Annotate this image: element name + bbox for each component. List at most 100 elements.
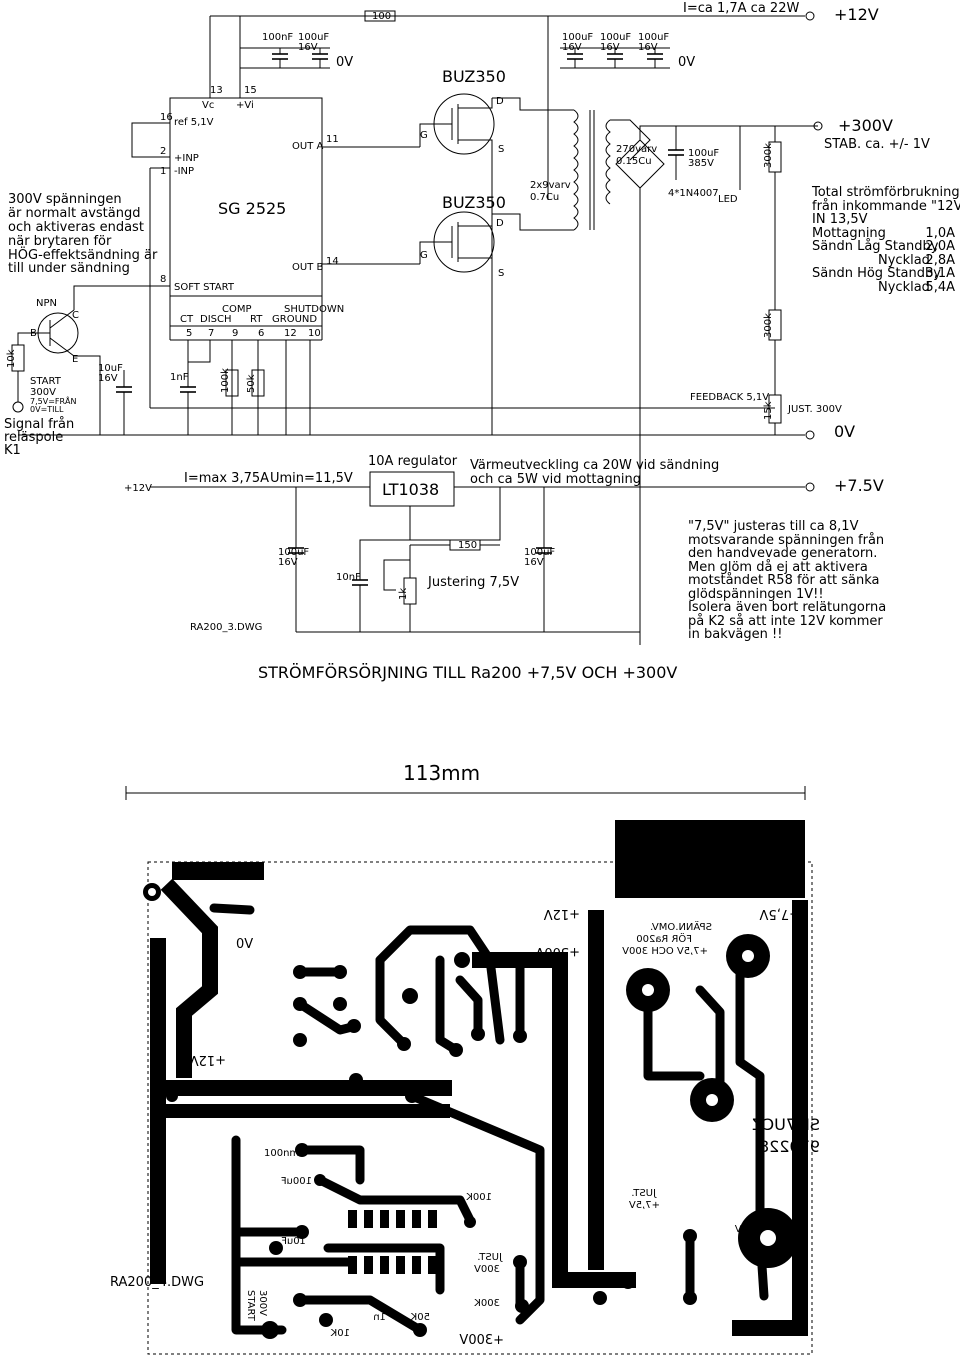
stab-note: STAB. ca. +/- 1V [824,137,930,152]
consumption-row-value: 2,0A [925,239,955,254]
trace [643,987,705,1081]
terminal-300v [813,121,823,131]
copper-strip-mid [160,1080,452,1096]
just-300v-label: JUST. 300V [787,404,842,415]
consumption-line: IN 13,5V [812,212,868,227]
label-7v5: +7.5V [834,476,884,495]
npn-label: NPN [36,298,57,309]
cap-a1-label: 100nF [262,32,293,43]
copper-block-top-left [172,862,264,880]
ic-outb: OUT B [292,262,323,273]
ic-comp: COMP [222,304,252,315]
left-note-line: är normalt avstängd [8,206,140,221]
pad [333,965,347,979]
pin7: 7 [208,328,214,339]
pad [261,1321,279,1339]
regulator-title: 10A regulator [368,454,458,469]
trace [375,955,409,1049]
mosfet-bottom-d: D [496,218,504,229]
pad [413,1323,427,1337]
consumption-line: från inkommande "12V" [812,199,960,214]
consumption-row-label: Sändn Hög Standby [812,266,941,281]
mosfet-top-s: S [498,144,504,155]
pad [683,1291,697,1305]
pad [513,1029,527,1043]
trace [323,1243,445,1295]
feedback-label: FEEDBACK 5,1V [690,392,769,403]
mosfet-bottom-s: S [498,268,504,279]
pad [295,1143,309,1157]
ic-ref: ref 5,1V [174,117,214,128]
tr-led: LED [718,194,738,205]
ic-softstart: SOFT START [174,282,235,293]
pcb-0v-right: 0V [735,1224,748,1235]
pin10: 10 [308,328,321,339]
pin2: 2 [160,146,166,157]
pcb-start-1: START [245,1290,256,1322]
cap-b2b-label: 16V [600,42,620,53]
signal-label-3: K1 [4,443,21,458]
label-12v-in: +12V [124,483,152,494]
mosfet-bottom-name: BUZ350 [442,193,506,212]
pin11: 11 [326,134,339,145]
current-note: I=ca 1,7A ca 22W [683,1,799,16]
pad [333,997,347,1011]
consumption-row-value: 2,8A [925,253,955,268]
pad [471,1027,485,1041]
pin8: 8 [160,274,166,285]
ic-vi: +Vi [236,100,254,111]
label-0v: 0V [834,422,855,441]
tr-diodes: 4*1N4007 [668,188,719,199]
pcb-just300-2: 300V [474,1264,500,1275]
left-note-line: HÖG-effektsändning är [8,246,158,263]
r10k-label: 10k [6,349,17,368]
ic-footprint [348,1210,437,1274]
pcb-12v-left: +12V [190,1052,226,1067]
right-note: "7,5V" justeras till ca 8,1V motsvarande… [688,519,886,642]
consumption-line: Total strömförbrukning [811,185,960,200]
cap-b3b-label: 16V [638,42,658,53]
consumption-row-value: 1,0A [925,226,955,241]
trace [407,1091,545,1325]
note-line: motsvarande spänningen från [688,533,884,548]
note-line: Isolera även bort relätungorna [688,600,886,615]
note-line: motståndet R58 för att sänka [688,573,880,588]
mid-r15k: 15k [763,401,774,420]
pad [166,1090,178,1102]
pin14: 14 [326,256,339,267]
mosfet-top-name: BUZ350 [442,67,506,86]
pcb-300v-bottom: +300V [459,1333,504,1348]
schematic: 100 I=ca 1,7A ca 22W +12V 100nF 100uF 16… [4,1,960,682]
trace [435,955,461,1055]
schematic-title: STRÖMFÖRSÖRJNING TILL Ra200 +7,5V OCH +3… [258,663,677,682]
mosfet-bottom-g: G [420,250,428,261]
ic-inn: -INP [174,166,194,177]
c1n-label: 1nF [170,372,189,383]
reg-adj-label: Justering 7,5V [427,575,519,590]
pcb-300k: 300K [474,1298,500,1309]
start-label-3: 7,5V=FRÅN [30,395,77,406]
note-line: in bakvägen !! [688,627,782,642]
pcb-10k: 10K [330,1328,350,1339]
pad [515,1299,529,1313]
copper-block-top-right [615,820,805,898]
cap-b1b-label: 16V [562,42,582,53]
tr-cap: 100uF [688,148,719,159]
pad [513,1255,527,1269]
trace [295,1145,365,1185]
reg-c2b-label: 16V [524,557,544,568]
reg-c1b-label: 16V [278,557,298,568]
pin1: 1 [160,166,166,177]
resistor-50k [251,369,265,397]
pcb-width-label: 113mm [403,761,480,785]
pad [347,1019,361,1033]
consumption-row-value: 5,4A [925,280,955,295]
pcb-just-1: JUST. [631,1188,657,1199]
trace [209,903,255,915]
c10u-b-label: 16V [98,373,118,384]
note-line: på K2 så att inte 12V kommer [688,614,883,629]
resistor-100k [225,369,239,397]
ic-ct: CT [180,314,194,325]
left-note: 300V spänningen är normalt avstängd och … [8,192,158,276]
left-note-line: till under sändning [8,261,130,276]
